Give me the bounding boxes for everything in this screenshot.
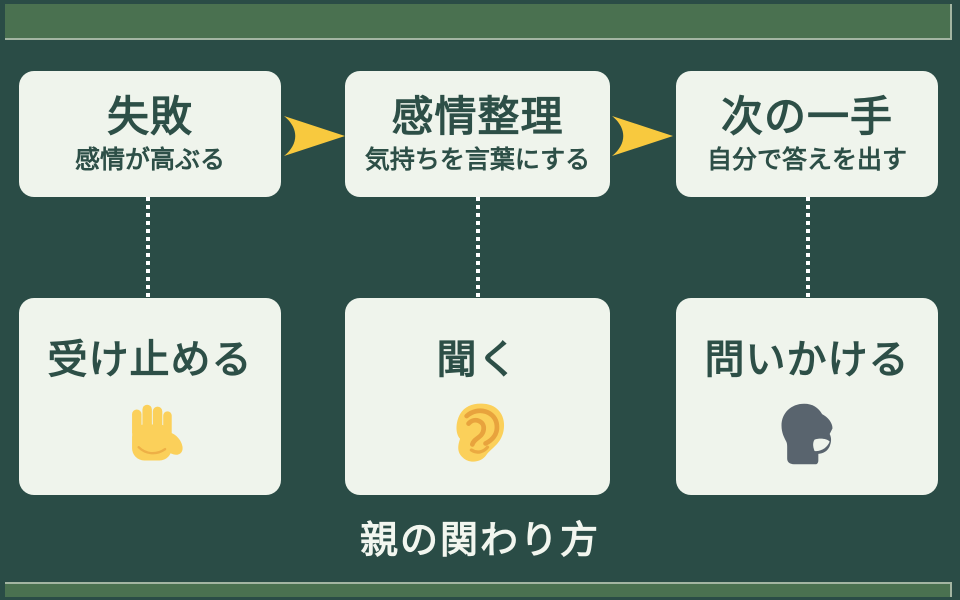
- action-label: 受け止める: [47, 336, 253, 383]
- action-card-ask: 問いかける: [676, 298, 938, 495]
- step-title: 感情整理: [391, 92, 564, 142]
- action-label: 問いかける: [704, 336, 910, 383]
- footer-title: 親の関わり方: [359, 518, 600, 562]
- step-card-emotion-sorting: 感情整理 気持ちを言葉にする: [345, 71, 610, 197]
- step-subtitle: 自分で答えを出す: [706, 144, 907, 174]
- step-subtitle: 感情が高ぶる: [74, 144, 225, 174]
- step-title: 次の一手: [720, 92, 893, 142]
- top-banner: [5, 4, 952, 40]
- step-subtitle: 気持ちを言葉にする: [364, 144, 591, 174]
- dotted-connector: [806, 197, 810, 298]
- dotted-connector: [476, 197, 480, 298]
- ear-icon: [456, 403, 504, 462]
- step-title: 失敗: [106, 92, 193, 142]
- step-card-failure: 失敗 感情が高ぶる: [19, 71, 281, 197]
- action-card-listen: 聞く: [345, 298, 610, 495]
- arrow-right-icon: [284, 116, 345, 156]
- speaking-head-icon: [781, 403, 833, 464]
- raised-hand-icon: [132, 404, 183, 460]
- bottom-banner: [5, 582, 952, 597]
- step-card-next-move: 次の一手 自分で答えを出す: [676, 71, 938, 197]
- action-card-accept: 受け止める: [19, 298, 281, 495]
- action-label: 聞く: [436, 336, 519, 383]
- dotted-connector: [146, 197, 150, 298]
- arrow-right-icon: [612, 116, 673, 156]
